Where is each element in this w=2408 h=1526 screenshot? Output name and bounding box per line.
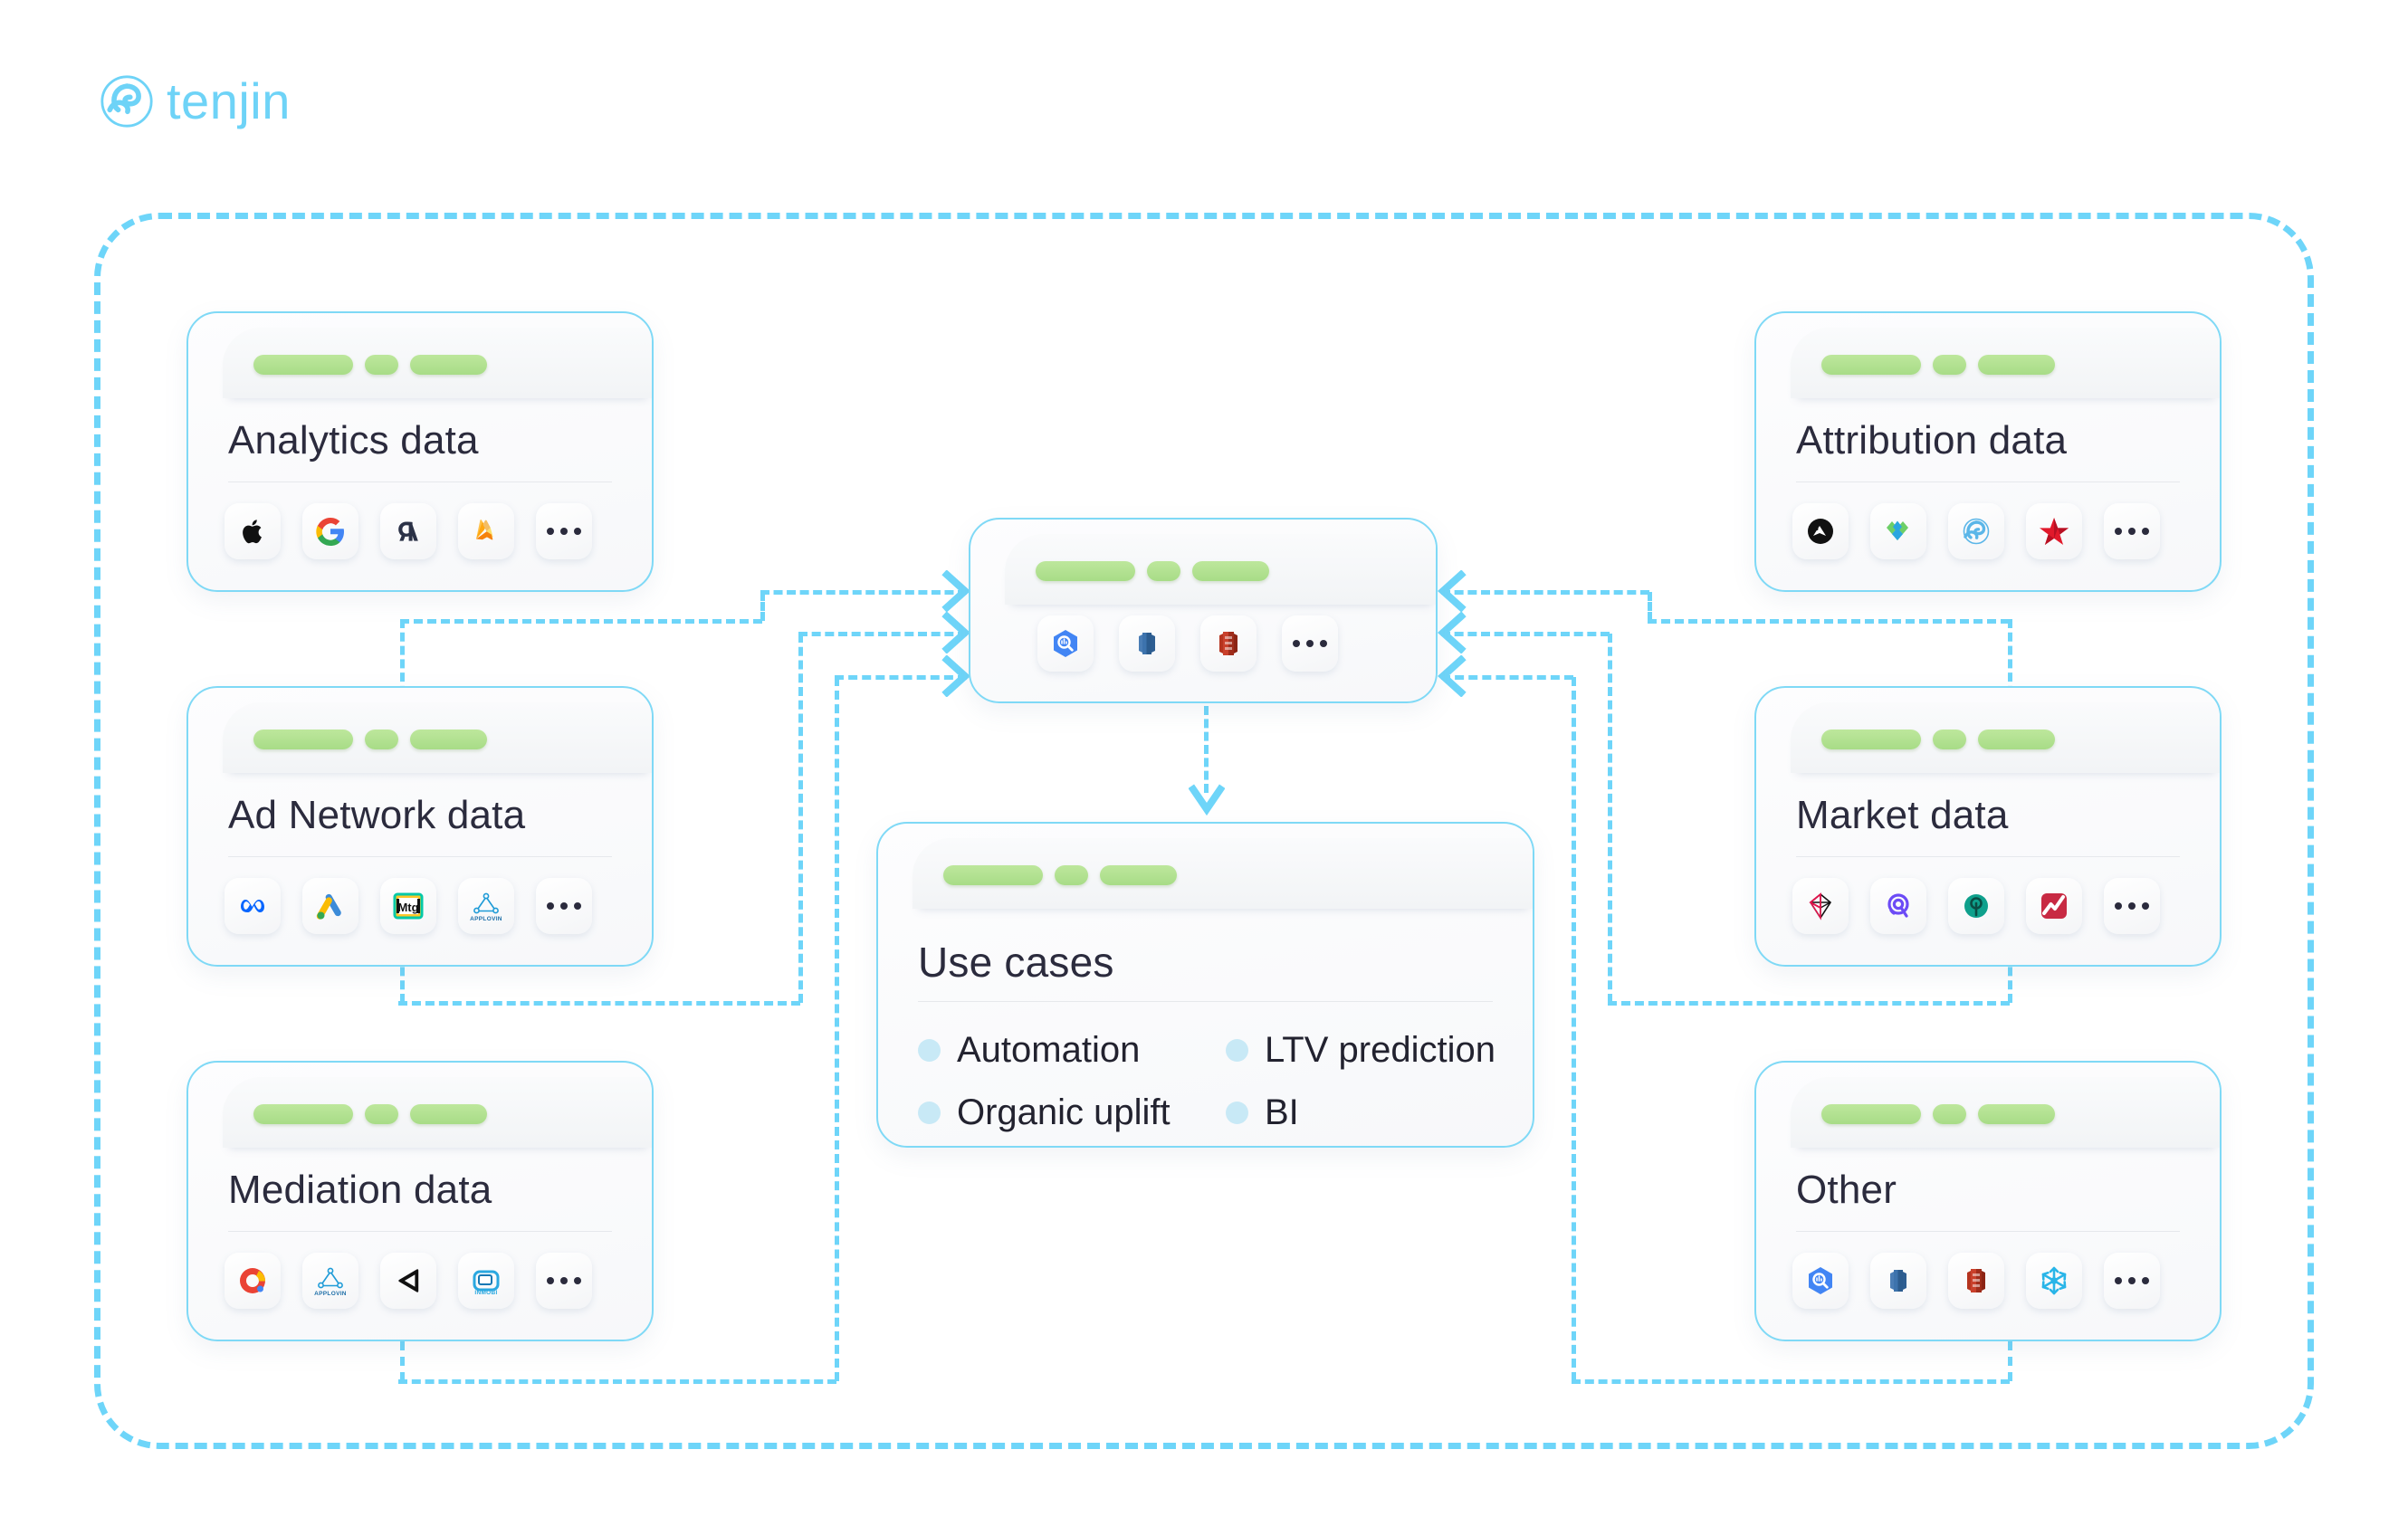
list-item[interactable]: LTV prediction — [1226, 1030, 1496, 1071]
placeholder-pills — [1821, 730, 2055, 749]
inmobi-icon[interactable]: INMOBI — [458, 1253, 514, 1309]
apple-icon[interactable] — [225, 503, 281, 559]
pipeline-frame — [94, 213, 2314, 1449]
mintegral-icon[interactable]: Mtg — [380, 878, 436, 934]
bullet-dot-icon — [918, 1102, 941, 1124]
card-ad-network-data[interactable]: Ad Network data Mtg — [186, 686, 654, 967]
apptweak-icon[interactable] — [1870, 878, 1926, 934]
amazon-s3-icon[interactable] — [1948, 1253, 2004, 1309]
card-title: Analytics data — [228, 418, 479, 463]
firebase-icon[interactable] — [458, 503, 514, 559]
svg-text:APPLOVIN: APPLOVIN — [470, 916, 502, 922]
list-item[interactable]: Organic uplift — [918, 1092, 1226, 1133]
card-data-warehouse-hub[interactable] — [969, 518, 1438, 703]
placeholder-pills — [253, 730, 487, 749]
tenjin-pinwheel-icon — [100, 74, 154, 129]
applovin-icon[interactable]: APPLOVIN — [302, 1253, 358, 1309]
svg-text:Mtg: Mtg — [397, 901, 418, 914]
placeholder-pills — [943, 865, 1177, 885]
divider — [228, 1231, 612, 1232]
integration-icons: APPLOVIN INMOBI — [225, 1253, 592, 1309]
use-case-list: Automation LTV prediction Organic uplift… — [918, 1030, 1496, 1133]
card-mediation-data[interactable]: Mediation data APPLOVIN — [186, 1061, 654, 1341]
amazon-s3-icon[interactable] — [1200, 615, 1257, 672]
appsflyer-icon[interactable] — [1792, 503, 1849, 559]
arrow-into-hub-left-bottom — [941, 655, 970, 697]
use-case-label: LTV prediction — [1265, 1030, 1495, 1070]
card-title: Mediation data — [228, 1168, 492, 1212]
meta-icon[interactable] — [225, 878, 281, 934]
google-icon[interactable] — [302, 503, 358, 559]
placeholder-pills — [1821, 355, 2055, 375]
more-ellipsis-icon[interactable] — [2104, 503, 2160, 559]
card-use-cases[interactable]: Use cases Automation LTV prediction Orga… — [876, 822, 1534, 1148]
google-ads-icon[interactable] — [302, 878, 358, 934]
brand-logo: tenjin — [100, 74, 291, 129]
placeholder-pills — [1036, 561, 1269, 581]
svg-text:INMOBI: INMOBI — [474, 1290, 497, 1296]
more-ellipsis-icon[interactable] — [536, 503, 592, 559]
dataai-icon[interactable] — [1948, 878, 2004, 934]
snowflake-icon[interactable] — [2026, 1253, 2082, 1309]
use-case-label: Organic uplift — [957, 1092, 1171, 1132]
integration-icons — [1037, 615, 1338, 672]
bigquery-icon[interactable] — [1037, 615, 1094, 672]
integration-icons — [225, 503, 592, 559]
divider — [1796, 1231, 2180, 1232]
bullet-dot-icon — [1226, 1039, 1248, 1062]
admob-icon[interactable] — [225, 1253, 281, 1309]
sensortower-icon[interactable] — [1792, 878, 1849, 934]
arrow-into-usecases — [1189, 784, 1225, 816]
divider — [228, 856, 612, 857]
placeholder-pills — [1821, 1104, 2055, 1124]
brand-name: tenjin — [167, 72, 291, 129]
unity-icon[interactable] — [380, 1253, 436, 1309]
card-analytics-data[interactable]: Analytics data — [186, 311, 654, 592]
card-title: Other — [1796, 1168, 1897, 1212]
divider — [1796, 856, 2180, 857]
card-title: Market data — [1796, 793, 2009, 837]
placeholder-pills — [253, 1104, 487, 1124]
integration-icons: Mtg APPLOVIN — [225, 878, 592, 934]
bullet-dot-icon — [1226, 1102, 1248, 1124]
more-ellipsis-icon[interactable] — [2104, 878, 2160, 934]
tenjin-icon[interactable] — [1948, 503, 2004, 559]
bullet-dot-icon — [918, 1039, 941, 1062]
use-case-label: Automation — [957, 1030, 1141, 1070]
card-title: Use cases — [918, 939, 1114, 986]
card-attribution-data[interactable]: Attribution data — [1754, 311, 2222, 592]
placeholder-pills — [253, 355, 487, 375]
integration-icons — [1792, 878, 2160, 934]
svg-text:APPLOVIN: APPLOVIN — [314, 1291, 347, 1297]
divider — [918, 1001, 1493, 1002]
branch-star-icon[interactable] — [2026, 503, 2082, 559]
integration-icons — [1792, 503, 2160, 559]
more-ellipsis-icon[interactable] — [536, 1253, 592, 1309]
card-title: Ad Network data — [228, 793, 526, 837]
redshift-icon[interactable] — [1119, 615, 1175, 672]
list-item[interactable]: Automation — [918, 1030, 1226, 1071]
more-ellipsis-icon[interactable] — [536, 878, 592, 934]
card-market-data[interactable]: Market data — [1754, 686, 2222, 967]
appfigures-icon[interactable] — [2026, 878, 2082, 934]
arrow-into-hub-left-mid — [941, 612, 970, 653]
use-case-label: BI — [1265, 1092, 1299, 1132]
card-title: Attribution data — [1796, 418, 2068, 463]
arrow-into-hub-right-bottom — [1438, 655, 1467, 697]
google-analytics-icon[interactable] — [380, 503, 436, 559]
bigquery-icon[interactable] — [1792, 1253, 1849, 1309]
list-item[interactable]: BI — [1226, 1092, 1496, 1133]
redshift-icon[interactable] — [1870, 1253, 1926, 1309]
integration-icons — [1792, 1253, 2160, 1309]
arrow-into-hub-left-top — [941, 570, 970, 612]
adjust-icon[interactable] — [1870, 503, 1926, 559]
applovin-icon[interactable]: APPLOVIN — [458, 878, 514, 934]
more-ellipsis-icon[interactable] — [2104, 1253, 2160, 1309]
arrow-into-hub-right-top — [1438, 570, 1467, 612]
card-other-data[interactable]: Other — [1754, 1061, 2222, 1341]
arrow-into-hub-right-mid — [1438, 612, 1467, 653]
more-ellipsis-icon[interactable] — [1282, 615, 1338, 672]
